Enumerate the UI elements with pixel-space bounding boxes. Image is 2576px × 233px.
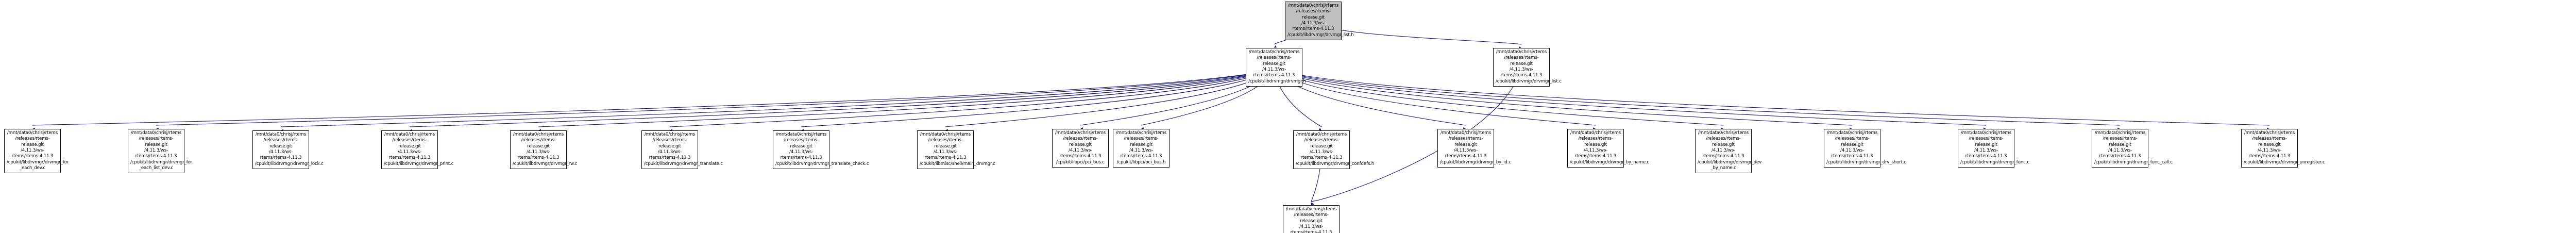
node-label: /mnt/data0/chrisj/rtems /releases/rtems-…: [644, 132, 723, 167]
node-drvmgr-h[interactable]: /mnt/data0/chrisj/rtems /releases/rtems-…: [1246, 48, 1306, 87]
node-drvmgr-confdefs-h[interactable]: /mnt/data0/chrisj/rtems /releases/rtems-…: [1293, 130, 1375, 170]
node-drvmgr-c[interactable]: /mnt/data0/chrisj/rtems /releases/rtems-…: [1283, 205, 1340, 233]
graph-edge: [280, 69, 1275, 127]
node-drvmgr-translate-c[interactable]: /mnt/data0/chrisj/rtems /releases/rtems-…: [641, 130, 723, 170]
node-drvmgr-list-c[interactable]: /mnt/data0/chrisj/rtems /releases/rtems-…: [1493, 48, 1562, 87]
graph-edge: [1274, 69, 1987, 126]
node-label: /mnt/data0/chrisj/rtems /releases/rtems-…: [255, 132, 324, 167]
node-label: /mnt/data0/chrisj/rtems /releases/rtems-…: [384, 132, 454, 167]
node-label: /mnt/data0/chrisj/rtems /releases/rtems-…: [920, 132, 995, 167]
node-label: /mnt/data0/chrisj/rtems /releases/rtems-…: [130, 130, 193, 171]
graph-edge: [1274, 69, 1466, 126]
node-drvmgr-by-id-c[interactable]: /mnt/data0/chrisj/rtems /releases/rtems-…: [1437, 129, 1511, 168]
node-drvmgr-func-call-c[interactable]: /mnt/data0/chrisj/rtems /releases/rtems-…: [2092, 129, 2173, 168]
graph-edge: [801, 69, 1275, 127]
node-drvmgr-dev-by-name-c[interactable]: /mnt/data0/chrisj/rtems /releases/rtems-…: [1695, 129, 1762, 174]
graph-edge: [538, 69, 1275, 127]
node-label: /mnt/data0/chrisj/rtems /releases/rtems-…: [775, 132, 869, 167]
node-drvmgr-list-h[interactable]: /mnt/data0/chrisj/rtems /releases/rtems-…: [1285, 2, 1354, 41]
node-label: /mnt/data0/chrisj/rtems /releases/rtems-…: [1698, 130, 1762, 171]
node-label: /mnt/data0/chrisj/rtems /releases/rtems-…: [1496, 49, 1562, 84]
node-label: /mnt/data0/chrisj/rtems /releases/rtems-…: [1285, 207, 1337, 233]
graph-edge: [1274, 69, 2270, 126]
node-label: /mnt/data0/chrisj/rtems /releases/rtems-…: [1115, 130, 1167, 165]
node-label: /mnt/data0/chrisj/rtems /releases/rtems-…: [1296, 132, 1375, 167]
graph-edge: [1080, 69, 1275, 126]
graph-edge: [156, 69, 1275, 126]
graph-edge: [1274, 69, 1853, 126]
node-label: /mnt/data0/chrisj/rtems /releases/rtems-…: [1826, 130, 1906, 165]
graph-edge: [32, 69, 1275, 126]
node-label: /mnt/data0/chrisj/rtems /releases/rtems-…: [1570, 130, 1650, 165]
node-label: /mnt/data0/chrisj/rtems /releases/rtems-…: [2244, 130, 2325, 165]
node-drvmgr-translate-check-c[interactable]: /mnt/data0/chrisj/rtems /releases/rtems-…: [773, 130, 869, 170]
graph-edge: [409, 69, 1275, 127]
node-drvmgr-drv-short-c[interactable]: /mnt/data0/chrisj/rtems /releases/rtems-…: [1824, 129, 1906, 168]
node-pci-bus-h[interactable]: /mnt/data0/chrisj/rtems /releases/rtems-…: [1113, 129, 1170, 168]
graph-edge: [1274, 69, 2121, 126]
node-label: /mnt/data0/chrisj/rtems /releases/rtems-…: [1055, 130, 1106, 165]
node-label: /mnt/data0/chrisj/rtems /releases/rtems-…: [2094, 130, 2173, 165]
graph-edge: [669, 69, 1275, 127]
node-drvmgr-func-c[interactable]: /mnt/data0/chrisj/rtems /releases/rtems-…: [1958, 129, 2029, 168]
node-drvmgr-for-each-dev-c[interactable]: /mnt/data0/chrisj/rtems /releases/rtems-…: [4, 129, 69, 174]
node-label: /mnt/data0/chrisj/rtems /releases/rtems-…: [1440, 130, 1511, 165]
node-label: /mnt/data0/chrisj/rtems /releases/rtems-…: [1248, 49, 1306, 84]
node-drvmgr-print-c[interactable]: /mnt/data0/chrisj/rtems /releases/rtems-…: [381, 130, 454, 170]
node-label: /mnt/data0/chrisj/rtems /releases/rtems-…: [1287, 3, 1354, 38]
node-drvmgr-for-each-list-dev-c[interactable]: /mnt/data0/chrisj/rtems /releases/rtems-…: [128, 129, 193, 174]
node-pci-bus-c[interactable]: /mnt/data0/chrisj/rtems /releases/rtems-…: [1052, 129, 1109, 168]
node-label: /mnt/data0/chrisj/rtems /releases/rtems-…: [7, 130, 69, 171]
node-main-drvmgr-c[interactable]: /mnt/data0/chrisj/rtems /releases/rtems-…: [917, 130, 995, 170]
node-drvmgr-unregister-c[interactable]: /mnt/data0/chrisj/rtems /releases/rtems-…: [2241, 129, 2325, 168]
node-drvmgr-lock-c[interactable]: /mnt/data0/chrisj/rtems /releases/rtems-…: [252, 130, 324, 170]
node-label: /mnt/data0/chrisj/rtems /releases/rtems-…: [513, 132, 578, 167]
node-drvmgr-by-name-c[interactable]: /mnt/data0/chrisj/rtems /releases/rtems-…: [1567, 129, 1650, 168]
node-drvmgr-rw-c[interactable]: /mnt/data0/chrisj/rtems /releases/rtems-…: [510, 130, 578, 170]
node-label: /mnt/data0/chrisj/rtems /releases/rtems-…: [1960, 130, 2029, 165]
graph-edge: [945, 69, 1275, 127]
